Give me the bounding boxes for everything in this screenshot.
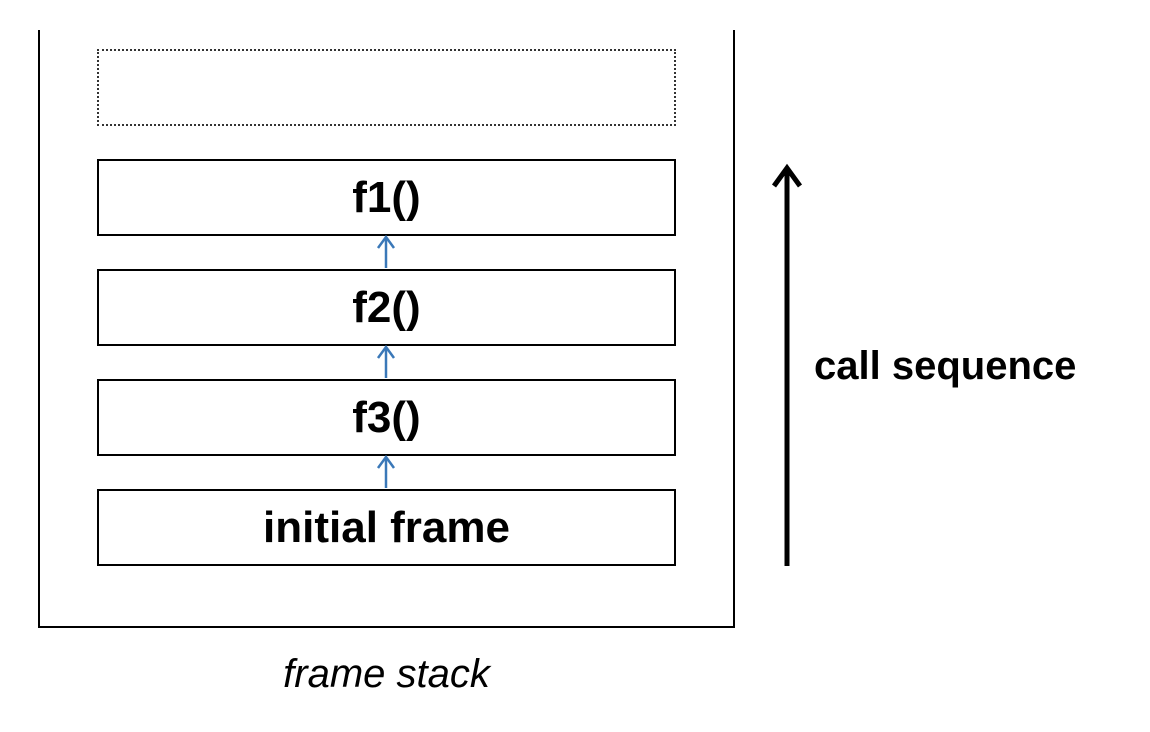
call-sequence-arrow	[771, 163, 803, 566]
frame-f1-label: f1()	[352, 172, 421, 222]
frame-initial-label: initial frame	[263, 502, 510, 552]
frame-f3: f3()	[97, 379, 676, 456]
frame-f3-label: f3()	[352, 392, 421, 442]
frame-f2: f2()	[97, 269, 676, 346]
frame-f2-label: f2()	[352, 282, 421, 332]
frame-stack-caption: frame stack	[283, 652, 490, 696]
frame-f1: f1()	[97, 159, 676, 236]
frame-stack-container	[38, 30, 735, 628]
empty-frame-slot	[97, 49, 676, 126]
call-sequence-label: call sequence	[814, 344, 1077, 388]
frame-initial: initial frame	[97, 489, 676, 566]
